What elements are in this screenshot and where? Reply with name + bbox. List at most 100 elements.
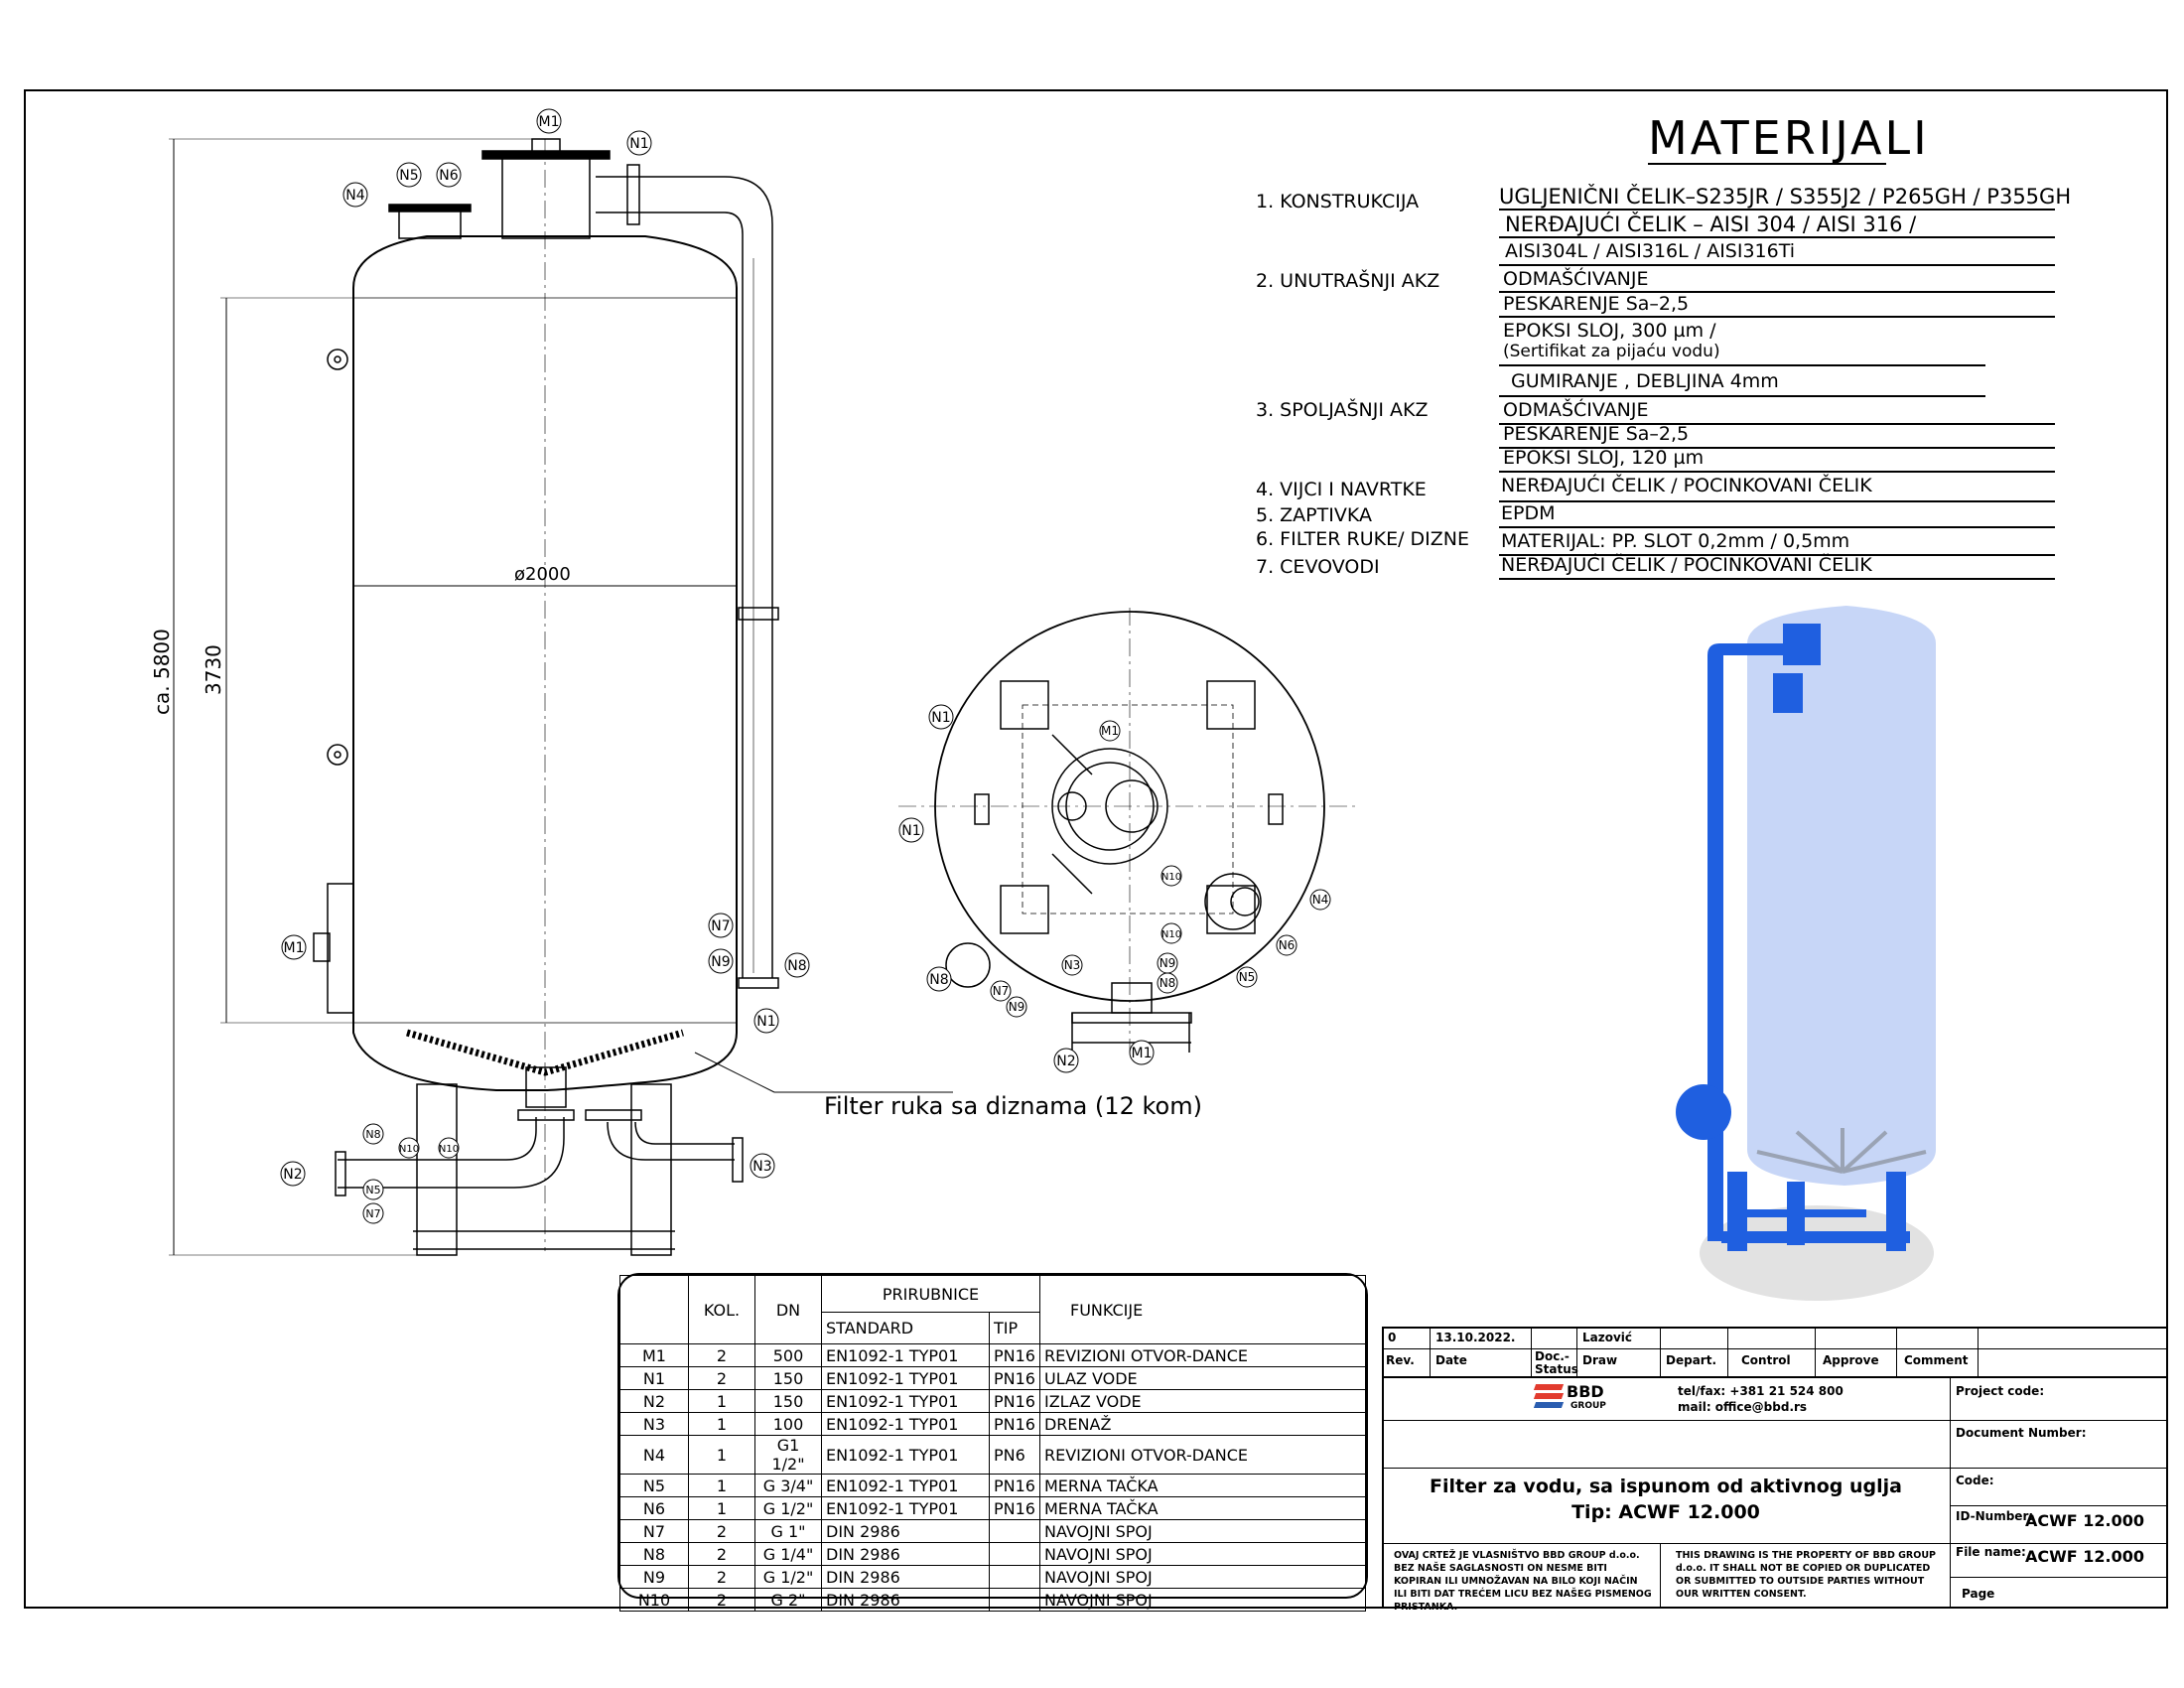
svg-text:N4: N4 <box>345 188 364 204</box>
svg-text:N2: N2 <box>1056 1054 1075 1069</box>
svg-text:N5: N5 <box>399 168 418 184</box>
svg-text:N9: N9 <box>1009 1000 1025 1014</box>
svg-text:M1: M1 <box>539 114 560 130</box>
drawing-type: Tip: ACWF 12.000 <box>1571 1501 1760 1523</box>
svg-text:N3: N3 <box>1064 958 1081 972</box>
material-label-6: 6. FILTER RUKE/ DIZNE <box>1256 528 1470 550</box>
file-name: ACWF 12.000 <box>2025 1547 2145 1566</box>
material-value-6: MATERIJAL: PP. SLOT 0,2mm / 0,5mm <box>1501 530 1850 552</box>
nozzle-table: KOL. DN PRIRUBNICE FUNKCIJE STANDARD TIP… <box>617 1273 1368 1612</box>
material-label-3: 3. SPOLJAŠNJI AKZ <box>1256 399 1429 421</box>
svg-text:N1: N1 <box>931 710 950 726</box>
material-value-1a: UGLJENIČNI ČELIK–S235JR / S355J2 / P265G… <box>1499 185 2072 209</box>
svg-text:M1: M1 <box>284 940 305 956</box>
company-name: BBD <box>1567 1382 1604 1401</box>
rev-draw: Lazović <box>1582 1331 1633 1344</box>
callout-n8-bottom: N8 <box>362 1123 384 1145</box>
callout-top-n6: N6 <box>1276 934 1297 956</box>
svg-text:N1: N1 <box>629 136 648 152</box>
material-value-3b: PESKARENJE Sa–2,5 <box>1503 423 1690 445</box>
svg-text:N8: N8 <box>787 958 806 974</box>
callout-n3: N3 <box>750 1153 775 1179</box>
material-value-5: EPDM <box>1501 502 1556 524</box>
callout-n10-b: N10 <box>438 1137 460 1159</box>
dimension-total-height: ca. 5800 <box>150 629 174 715</box>
company-phone: tel/fax: +381 21 524 800 <box>1678 1384 1843 1398</box>
dimension-diameter: ø2000 <box>514 564 571 585</box>
svg-text:N9: N9 <box>711 954 730 970</box>
material-label-7: 7. CEVOVODI <box>1256 556 1380 578</box>
callout-top-n2: N2 <box>1053 1048 1079 1073</box>
svg-text:N9: N9 <box>1160 956 1176 970</box>
materials-title-underline <box>1648 163 1886 165</box>
ownership-notice-sr: OVAJ CRTEŽ JE VLASNIŠTVO BBD GROUP d.o.o… <box>1394 1550 1652 1613</box>
svg-text:N6: N6 <box>439 168 458 184</box>
svg-text:M1: M1 <box>1132 1046 1153 1061</box>
callout-n10-a: N10 <box>398 1137 420 1159</box>
material-value-7: NERĐAJUĆI ČELIK / POCINKOVANI ČELIK <box>1501 554 1872 576</box>
ownership-notice-en: THIS DRAWING IS THE PROPERTY OF BBD GROU… <box>1676 1550 1936 1600</box>
callout-n2: N2 <box>280 1161 306 1187</box>
company-mail: mail: office@bbd.rs <box>1678 1400 1808 1414</box>
svg-text:N10: N10 <box>1161 929 1181 940</box>
svg-text:N10: N10 <box>399 1144 419 1155</box>
callout-m1-side: M1 <box>281 934 307 960</box>
svg-text:N5: N5 <box>365 1184 380 1196</box>
callout-n6: N6 <box>436 162 462 188</box>
callout-top-n8: N8 <box>1157 972 1178 994</box>
rev-number: 0 <box>1388 1331 1397 1344</box>
material-value-4: NERĐAJUĆI ČELIK / POCINKOVANI ČELIK <box>1501 475 1872 496</box>
vessel-side-view <box>169 138 953 1256</box>
callout-top-n9: N9 <box>1157 952 1178 974</box>
header-standard: STANDARD <box>821 1312 990 1344</box>
material-value-2c: EPOKSI SLOJ, 300 µm / <box>1503 320 1716 342</box>
callout-n4: N4 <box>342 182 368 208</box>
header-kol: KOL. <box>688 1275 755 1344</box>
header-funkcije: FUNKCIJE <box>1038 1275 1367 1344</box>
material-value-3a: ODMAŠĆIVANJE <box>1503 399 1649 421</box>
material-value-1b: NERĐAJUĆI ČELIK – AISI 304 / AISI 316 / <box>1505 212 1917 236</box>
svg-text:M1: M1 <box>1101 724 1119 738</box>
material-value-3c: EPOKSI SLOJ, 120 µm <box>1503 447 1705 469</box>
svg-text:N2: N2 <box>283 1167 302 1183</box>
vessel-top-view <box>898 608 1355 1053</box>
callout-top-n10b: N10 <box>1160 922 1182 944</box>
callout-n8: N8 <box>784 952 810 978</box>
callout-m1-top: M1 <box>536 108 562 134</box>
svg-text:N10: N10 <box>1161 872 1181 883</box>
callout-n5: N5 <box>396 162 422 188</box>
svg-text:N7: N7 <box>993 984 1010 998</box>
title-block: 0 13.10.2022. Lazović Rev. Date Doc.- St… <box>1382 1327 2168 1613</box>
svg-text:N1: N1 <box>901 823 920 839</box>
callout-top-n8b: N8 <box>926 966 952 992</box>
rev-date: 13.10.2022. <box>1435 1331 1516 1344</box>
callout-top-n5: N5 <box>1236 966 1258 988</box>
material-value-2b: PESKARENJE Sa–2,5 <box>1503 293 1690 315</box>
svg-text:N6: N6 <box>1279 938 1296 952</box>
callout-top-m1b: M1 <box>1129 1040 1155 1065</box>
svg-text:N8: N8 <box>365 1128 380 1141</box>
dimension-shell-height: 3730 <box>202 644 225 695</box>
svg-text:N10: N10 <box>439 1144 459 1155</box>
svg-text:N8: N8 <box>1160 976 1176 990</box>
callout-top-n7: N7 <box>990 980 1012 1002</box>
material-value-2d: (Sertifikat za pijaću vodu) <box>1503 342 1720 361</box>
svg-text:N7: N7 <box>711 918 730 934</box>
svg-text:N4: N4 <box>1312 893 1329 907</box>
header-dn: DN <box>754 1275 822 1344</box>
header-prirubnice: PRIRUBNICE <box>821 1275 1040 1313</box>
callout-n7: N7 <box>708 913 734 938</box>
callout-top-n10a: N10 <box>1160 865 1182 887</box>
nozzle-callouts: M1 N1 N4 N5 N6 M1 N7 N9 N8 N1 N2 N3 N8 N… <box>280 108 1331 1224</box>
materials-title: MATERIJALI <box>1648 111 1930 165</box>
svg-text:N8: N8 <box>929 972 948 988</box>
